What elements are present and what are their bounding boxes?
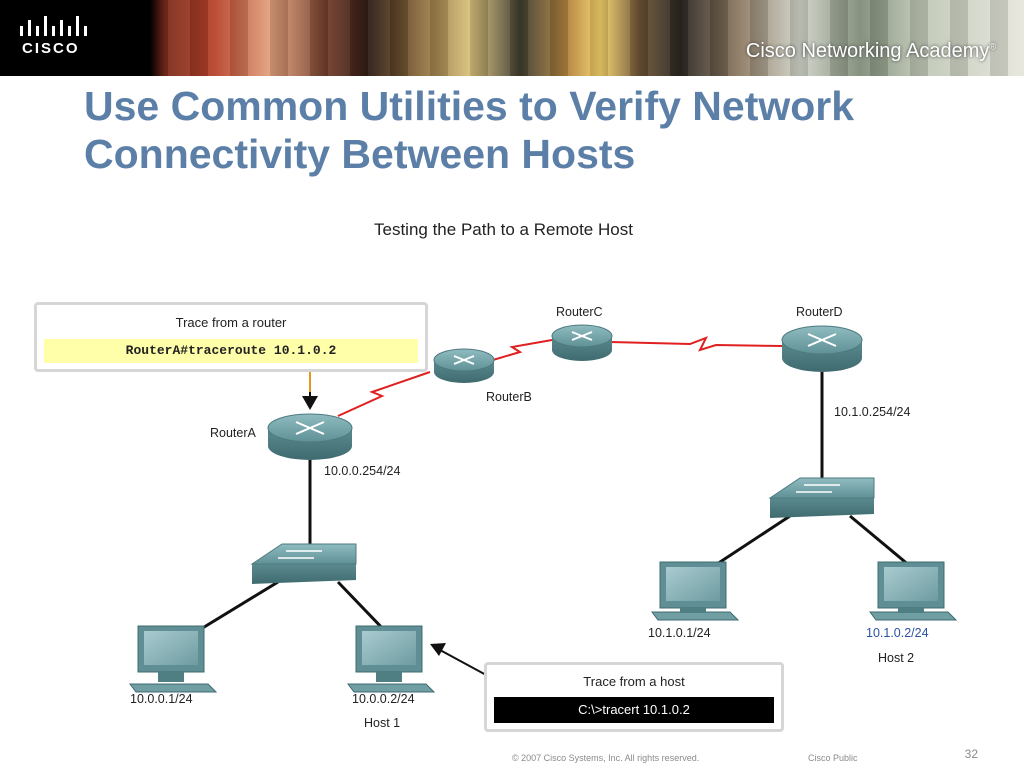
- router-a-ip-label: 10.0.0.254/24: [324, 464, 401, 478]
- router-d-label: RouterD: [796, 305, 843, 319]
- header-banner: CISCO Cisco Networking Academy®: [0, 0, 1024, 76]
- router-a-icon: [267, 413, 353, 460]
- router-b-label: RouterB: [486, 390, 532, 404]
- switch-right-icon: [768, 477, 875, 518]
- pc-host-2-icon: [869, 561, 958, 621]
- host-2-name-label: Host 2: [878, 651, 915, 665]
- academy-text: Cisco Networking Academy: [745, 40, 990, 62]
- copyright-text: © 2007 Cisco Systems, Inc. All rights re…: [512, 753, 700, 763]
- router-b-icon: [433, 348, 495, 383]
- classification-text: Cisco Public: [808, 753, 858, 763]
- router-c-icon: [551, 324, 613, 361]
- slide-title-line-1: Use Common Utilities to Verify Network: [84, 83, 855, 129]
- slide-title: Use Common Utilities to Verify Network C…: [84, 82, 984, 178]
- ethernet-links: [195, 372, 911, 634]
- router-c-label: RouterC: [556, 305, 603, 319]
- router-d-ip-label: 10.1.0.254/24: [834, 405, 911, 419]
- host-10-1-0-1-ip-label: 10.1.0.1/24: [648, 626, 711, 640]
- networking-academy-logo: Cisco Networking Academy®: [746, 40, 996, 63]
- router-d-icon: [781, 325, 863, 372]
- router-traceroute-command: RouterA#traceroute 10.1.0.2: [44, 339, 418, 363]
- host-2-ip-label: 10.1.0.2/24: [866, 626, 929, 640]
- switch-left-icon: [250, 543, 357, 584]
- slide-title-line-2: Connectivity Between Hosts: [84, 131, 636, 177]
- router-a-label: RouterA: [210, 426, 256, 440]
- host-1-name-label: Host 1: [364, 716, 401, 730]
- router-trace-title: Trace from a router: [175, 315, 287, 330]
- banner-photo-strip: [150, 0, 1024, 76]
- pc-10-0-0-1-icon: [129, 625, 218, 693]
- diagram-title: Testing the Path to a Remote Host: [374, 220, 633, 239]
- host-callout-arrow: [430, 643, 489, 677]
- host-trace-title: Trace from a host: [583, 674, 685, 689]
- cisco-bridge-logo-icon: [20, 16, 87, 36]
- host-1-ip-label: 10.0.0.2/24: [352, 692, 415, 706]
- router-trace-callout: Trace from a router RouterA#traceroute 1…: [34, 302, 428, 372]
- serial-links: [337, 336, 783, 417]
- registered-mark: ®: [989, 41, 996, 52]
- pc-host-1-icon: [347, 625, 436, 693]
- page-number: 32: [964, 747, 978, 761]
- host-trace-callout: Trace from a host C:\>tracert 10.1.0.2: [484, 662, 784, 732]
- host-10-0-0-1-ip-label: 10.0.0.1/24: [130, 692, 193, 706]
- cisco-brand-text: CISCO: [22, 40, 80, 57]
- pc-10-1-0-1-icon: [651, 561, 740, 621]
- router-callout-arrow: [302, 372, 318, 410]
- host-tracert-command: C:\>tracert 10.1.0.2: [494, 697, 774, 723]
